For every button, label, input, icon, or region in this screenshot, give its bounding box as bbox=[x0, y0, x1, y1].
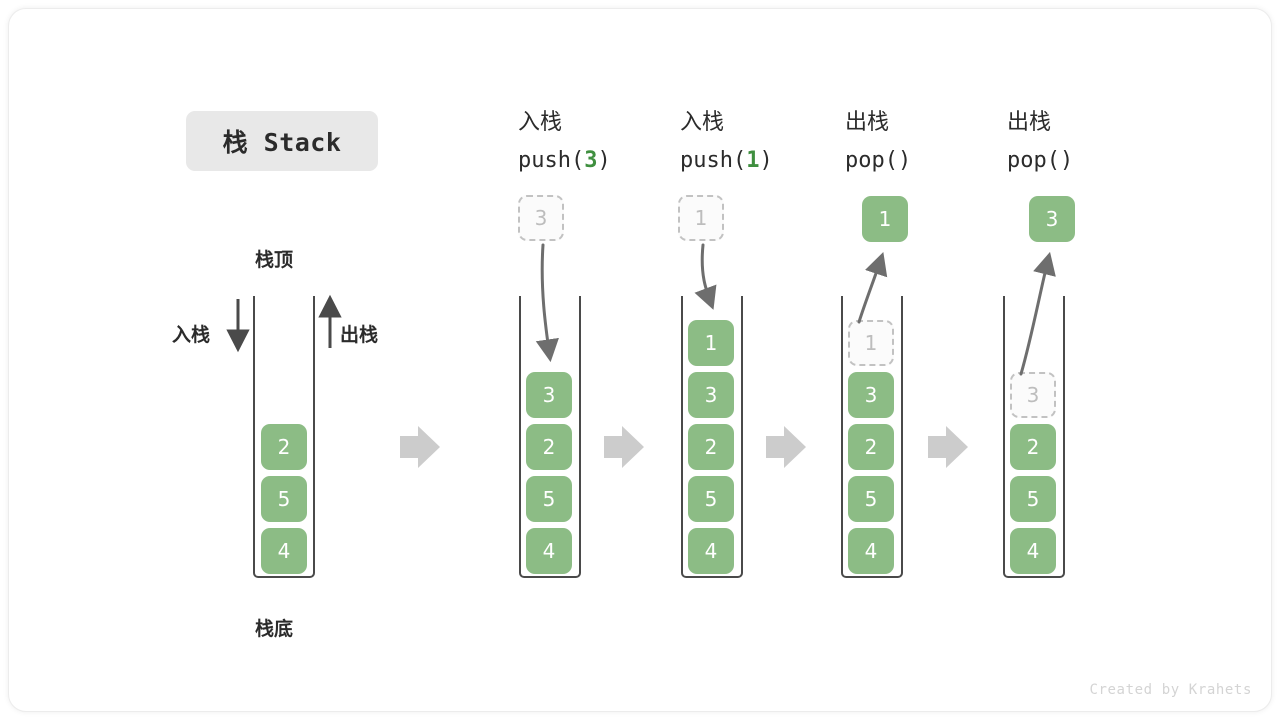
stack-container-pop-1 bbox=[841, 296, 903, 578]
stack-cell: 3 bbox=[526, 372, 572, 418]
floating-cell-push-3: 3 bbox=[518, 195, 564, 241]
floating-cell-push-1: 1 bbox=[678, 195, 724, 241]
step-header-cn: 入栈 bbox=[518, 110, 563, 135]
push-direction-label: 入栈 bbox=[172, 324, 211, 346]
stack-cell: 3 bbox=[848, 372, 894, 418]
stack-cell: 4 bbox=[1010, 528, 1056, 574]
legend-stack-container bbox=[253, 296, 315, 578]
stack-cell: 3 bbox=[1010, 372, 1056, 418]
code-suffix: ) bbox=[1059, 148, 1074, 173]
step-header-push-1: 入栈 push(1) bbox=[680, 104, 773, 180]
stack-container-pop-3 bbox=[1003, 296, 1065, 578]
step-header-cn: 出栈 bbox=[1007, 110, 1052, 135]
stack-cell: 5 bbox=[1010, 476, 1056, 522]
code-prefix: push( bbox=[518, 148, 585, 173]
step-header-cn: 出栈 bbox=[845, 110, 890, 135]
legend-stack-cell: 2 bbox=[261, 424, 307, 470]
code-arg: 1 bbox=[746, 148, 760, 173]
step-header-pop-1: 出栈 pop() bbox=[845, 104, 911, 180]
step-header-cn: 入栈 bbox=[680, 110, 725, 135]
code-prefix: pop( bbox=[1007, 148, 1060, 173]
step-header-push-3: 入栈 push(3) bbox=[518, 104, 611, 180]
watermark: Created by Krahets bbox=[1089, 682, 1252, 698]
stack-cell: 2 bbox=[526, 424, 572, 470]
pop-direction-label: 出栈 bbox=[340, 324, 379, 346]
stack-cell: 2 bbox=[848, 424, 894, 470]
code-suffix: ) bbox=[597, 148, 611, 173]
code-suffix: ) bbox=[897, 148, 912, 173]
stack-cell: 2 bbox=[1010, 424, 1056, 470]
step-header-code: push(3) bbox=[518, 142, 611, 180]
stack-cell: 4 bbox=[688, 528, 734, 574]
diagram-title-chip: 栈 Stack bbox=[186, 111, 378, 171]
code-suffix: ) bbox=[759, 148, 773, 173]
code-arg: 3 bbox=[584, 148, 598, 173]
stack-cell: 5 bbox=[526, 476, 572, 522]
stack-cell: 5 bbox=[688, 476, 734, 522]
step-header-code: pop() bbox=[1007, 142, 1073, 180]
legend-stack-cell: 4 bbox=[261, 528, 307, 574]
step-header-pop-3: 出栈 pop() bbox=[1007, 104, 1073, 180]
stack-bottom-label: 栈底 bbox=[255, 618, 294, 640]
step-header-code: pop() bbox=[845, 142, 911, 180]
stack-container-push-3 bbox=[519, 296, 581, 578]
floating-cell-pop-1: 1 bbox=[862, 196, 908, 242]
stack-cell: 1 bbox=[688, 320, 734, 366]
legend-stack-cell: 5 bbox=[261, 476, 307, 522]
stack-cell: 4 bbox=[526, 528, 572, 574]
stack-cell: 5 bbox=[848, 476, 894, 522]
stack-cell: 2 bbox=[688, 424, 734, 470]
code-prefix: push( bbox=[680, 148, 747, 173]
stack-cell: 1 bbox=[848, 320, 894, 366]
stack-container-push-1 bbox=[681, 296, 743, 578]
step-header-code: push(1) bbox=[680, 142, 773, 180]
stack-cell: 4 bbox=[848, 528, 894, 574]
stack-cell: 3 bbox=[688, 372, 734, 418]
stack-top-label: 栈顶 bbox=[255, 249, 294, 271]
floating-cell-pop-3: 3 bbox=[1029, 196, 1075, 242]
code-prefix: pop( bbox=[845, 148, 898, 173]
